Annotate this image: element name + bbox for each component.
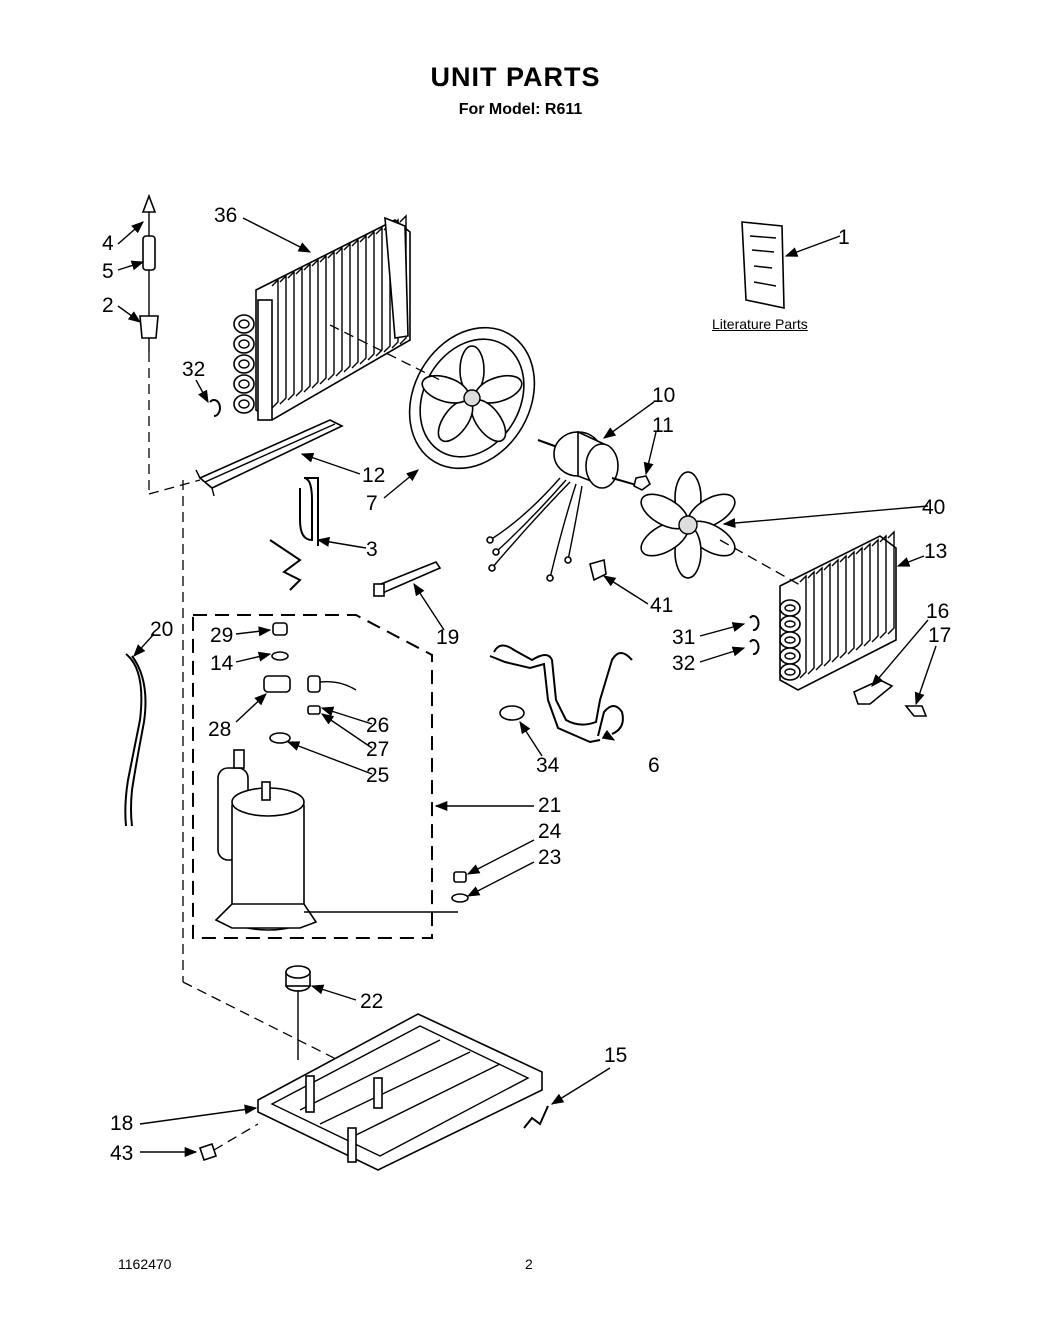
literature-booklet (741, 221, 785, 309)
callout-24: 24 (538, 820, 562, 843)
callout-13: 13 (924, 540, 947, 563)
clamp-34 (499, 705, 525, 721)
condenser-coil (779, 530, 897, 691)
clip-32-lower (749, 639, 760, 655)
clip-41 (589, 558, 607, 582)
screw-43 (198, 1142, 218, 1162)
callout-32-upper: 32 (182, 358, 205, 381)
callout-12: 12 (362, 464, 385, 487)
callout-36: 36 (214, 204, 237, 227)
callout-27: 27 (366, 738, 389, 761)
callout-11: 11 (652, 414, 674, 437)
page-title: UNIT PARTS (430, 62, 601, 92)
callout-40: 40 (922, 496, 945, 519)
callout-15: 15 (604, 1044, 627, 1067)
washer-23 (451, 893, 469, 903)
callout-2: 2 (102, 294, 114, 317)
clip-32-upper (209, 399, 221, 417)
callout-leaders (117, 217, 937, 1158)
callout-31: 31 (672, 626, 695, 649)
callout-16: 16 (926, 600, 949, 623)
model-subtitle: For Model: R611 (458, 101, 583, 118)
callout-14: 14 (210, 652, 234, 675)
tube-part-6 (493, 644, 633, 737)
compressor (214, 749, 458, 931)
blower-wheel (408, 326, 536, 470)
connector-line-screw (213, 1123, 259, 1151)
connector-line-base (182, 981, 339, 1061)
callout-43: 43 (110, 1142, 133, 1165)
callout-numbers: 1 2 3 4 5 6 7 10 11 12 13 14 15 16 17 18… (102, 204, 951, 1165)
part-16 (853, 679, 894, 705)
part-15 (523, 1105, 549, 1129)
base-pan (257, 1013, 543, 1171)
drain-channel (195, 419, 344, 497)
clip-bar-19 (373, 561, 442, 597)
callout-23: 23 (538, 846, 561, 869)
literature-parts-label: Literature Parts (712, 316, 808, 332)
callout-3: 3 (366, 538, 378, 561)
clip-31 (749, 615, 760, 631)
wire-harness-20 (124, 653, 143, 827)
tube-part-6b (489, 655, 601, 744)
compressor-kit-box (192, 614, 433, 939)
callout-34: 34 (536, 754, 560, 777)
callout-32-lower: 32 (672, 652, 695, 675)
callout-25: 25 (366, 764, 389, 787)
callout-18: 18 (110, 1112, 133, 1135)
callout-26: 26 (366, 714, 389, 737)
part-17 (904, 705, 928, 717)
callout-7: 7 (366, 492, 378, 515)
wire-harness-20b (130, 655, 147, 827)
compressor-small-parts (263, 622, 357, 744)
callout-28: 28 (208, 718, 231, 741)
motor-nut (633, 475, 652, 491)
callout-1: 1 (838, 226, 850, 249)
page-number: 2 (525, 1256, 533, 1272)
document-number: 1162470 (118, 1256, 172, 1272)
capillary-tube-assembly (139, 193, 201, 495)
callout-41: 41 (650, 594, 673, 617)
condenser-fan-blade (640, 471, 736, 579)
grommet-22 (285, 965, 311, 1060)
callout-22: 22 (360, 990, 383, 1013)
nut-24 (453, 871, 467, 883)
callout-10: 10 (652, 384, 675, 407)
callout-6: 6 (648, 754, 660, 777)
evaporator-coil (233, 214, 411, 421)
connector-line-evap (329, 324, 441, 381)
tube-part-3 (269, 477, 319, 591)
callout-4: 4 (102, 232, 114, 255)
callout-20: 20 (150, 618, 173, 641)
callout-17: 17 (928, 624, 951, 647)
callout-21: 21 (538, 794, 561, 817)
callout-19: 19 (436, 626, 459, 649)
fan-motor (486, 430, 641, 582)
callout-5: 5 (102, 260, 114, 283)
callout-29: 29 (210, 624, 233, 647)
